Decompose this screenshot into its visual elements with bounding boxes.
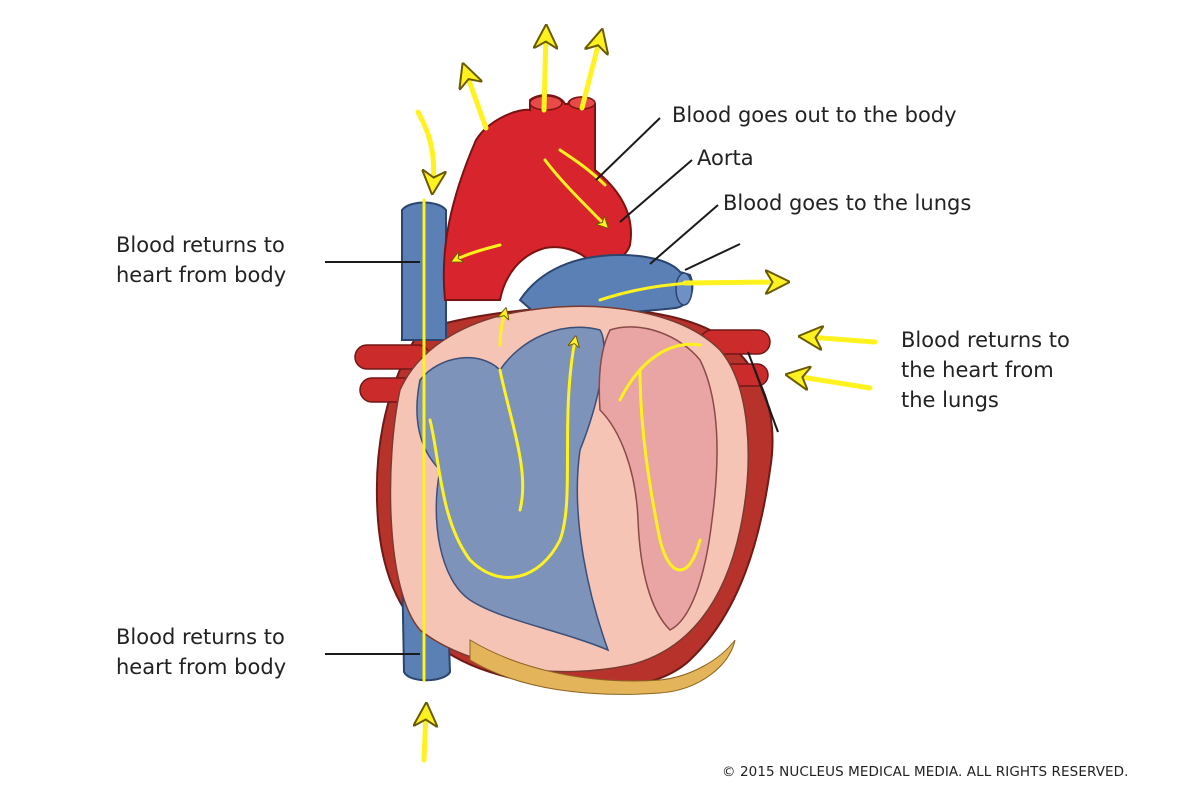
label-returns-from-lungs: Blood returns to the heart from the lung… (901, 328, 1070, 412)
leader-out-body (595, 117, 661, 181)
right-chambers (416, 326, 610, 652)
label-blood-out-to-body: Blood goes out to the body (672, 103, 957, 127)
leader-lines (325, 117, 779, 655)
arrow-out-up-left (466, 72, 489, 131)
blood-flow-paths (422, 148, 702, 682)
copyright-notice: © 2015 NUCLEUS MEDICAL MEDIA. ALL RIGHTS… (722, 764, 1129, 780)
external-flow-arrows (415, 34, 878, 763)
leader-aorta (619, 159, 693, 223)
arrow-in-lungs-upper (808, 337, 878, 342)
label-blood-to-lungs: Blood goes to the lungs (723, 191, 972, 215)
arrow-out-up-right (579, 38, 600, 111)
arrow-in-inferior (424, 712, 426, 763)
leader-returns-lungs-b (754, 369, 779, 433)
arrow-out-up-middle (544, 34, 546, 113)
label-aorta: Aorta (697, 146, 754, 170)
arrow-out-to-lungs (682, 282, 780, 283)
coronary-fat (469, 639, 736, 695)
leader-to-lungs (649, 204, 719, 265)
leader-to-lungs-2 (684, 243, 741, 271)
label-returns-from-body-lower: Blood returns to heart from body (116, 625, 287, 679)
arrow-in-superior (415, 109, 434, 185)
label-returns-from-body-upper: Blood returns to heart from body (116, 233, 287, 287)
arrow-in-lungs-lower (795, 376, 873, 388)
left-chambers (598, 326, 718, 631)
